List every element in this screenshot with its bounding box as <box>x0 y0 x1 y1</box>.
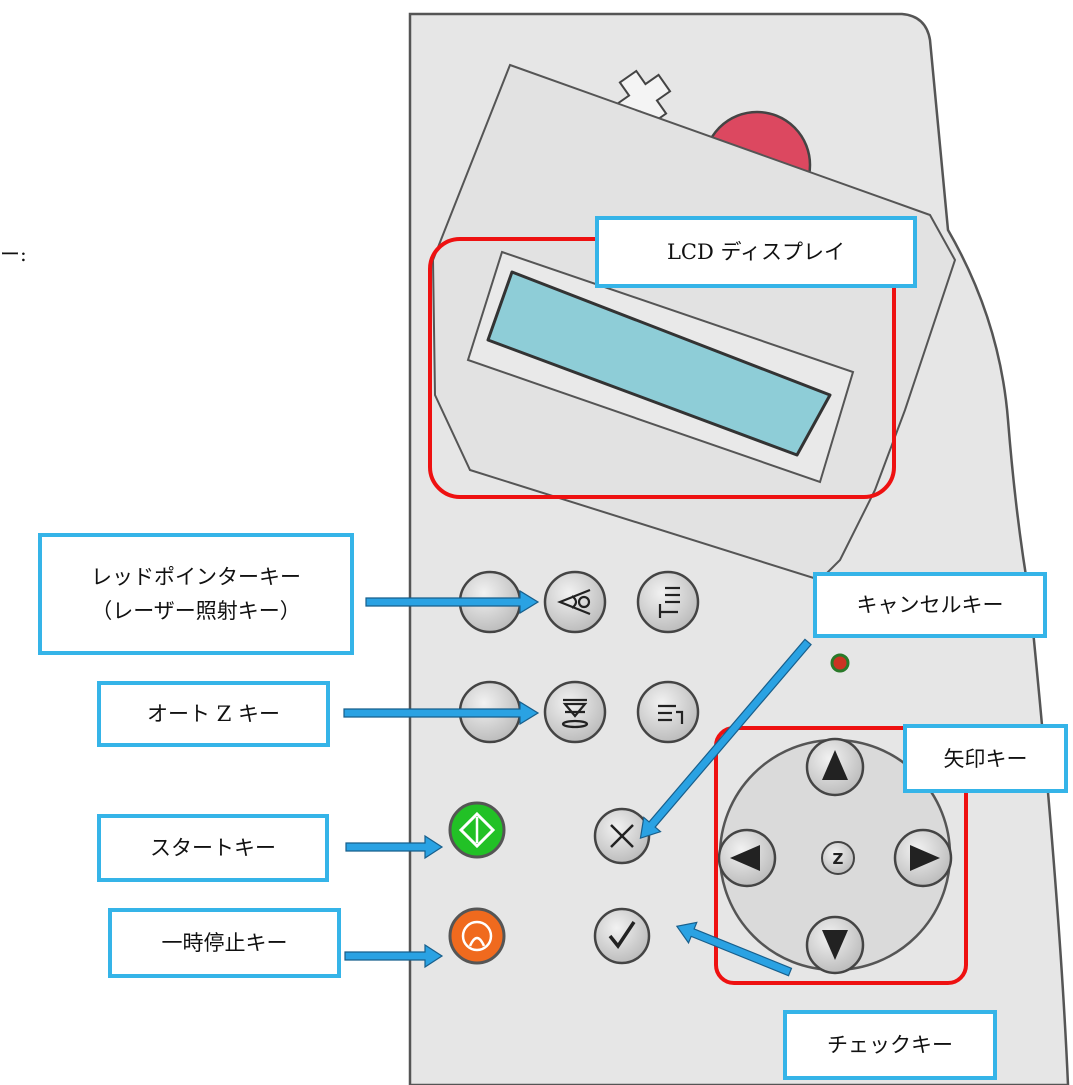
left-arrow-icon <box>730 845 760 871</box>
arrow-auto-z <box>343 700 540 726</box>
check-key <box>593 907 651 965</box>
callout-pause-key: 一時停止キー <box>108 908 341 978</box>
callout-auto-z-key: オート Z キー <box>97 681 330 747</box>
x-icon <box>610 824 634 848</box>
callout-pause-key-text: 一時停止キー <box>161 931 288 955</box>
z-key-label: Z <box>833 850 844 868</box>
arrow-red-pointer <box>365 589 540 615</box>
callout-arrow-keys-text: 矢印キー <box>943 746 1028 771</box>
z-key <box>821 841 855 875</box>
laser-eye-icon <box>557 588 591 616</box>
pause-icon <box>461 920 493 952</box>
callout-red-pointer-line2: （レーザー照射キー） <box>91 599 301 623</box>
status-led <box>830 653 850 673</box>
arrow-keys-highlight-box <box>714 726 968 985</box>
pointer-arrows <box>343 589 812 977</box>
callout-arrow-keys: 矢印キー <box>903 724 1068 793</box>
list-icon <box>658 586 680 618</box>
callout-check-key: チェックキー <box>783 1010 997 1080</box>
callout-check-key-text: チェックキー <box>827 1033 953 1057</box>
arrow-check <box>675 921 793 977</box>
document-icon <box>658 704 684 724</box>
callout-red-pointer-key: レッドポインターキー （レーザー照射キー） <box>38 533 354 655</box>
callout-cancel-key-text: キャンセルキー <box>856 593 1004 617</box>
arrow-cancel <box>639 638 812 840</box>
start-diamond-icon <box>458 811 496 849</box>
callout-lcd-display: LCD ディスプレイ <box>595 216 917 288</box>
partial-label: ー: <box>0 242 27 266</box>
arrow-start <box>345 834 444 860</box>
checkmark-icon <box>608 921 636 949</box>
callout-red-pointer-line1: レッドポインターキー <box>91 565 301 589</box>
pause-key <box>448 907 506 965</box>
down-arrow-icon <box>822 930 848 960</box>
lcd-screen <box>486 270 832 457</box>
callout-auto-z-key-text: オート Z キー <box>147 702 280 726</box>
callout-start-key-text: スタートキー <box>150 836 276 860</box>
arrow-pause <box>344 943 444 969</box>
auto-z-icon <box>561 698 589 729</box>
arrow-keys: Z <box>717 737 953 975</box>
callout-cancel-key: キャンセルキー <box>813 572 1047 638</box>
callout-start-key: スタートキー <box>97 814 329 882</box>
callout-lcd-display-text: LCD ディスプレイ <box>666 240 846 264</box>
up-arrow-icon <box>822 750 848 780</box>
right-arrow-icon <box>910 845 940 871</box>
